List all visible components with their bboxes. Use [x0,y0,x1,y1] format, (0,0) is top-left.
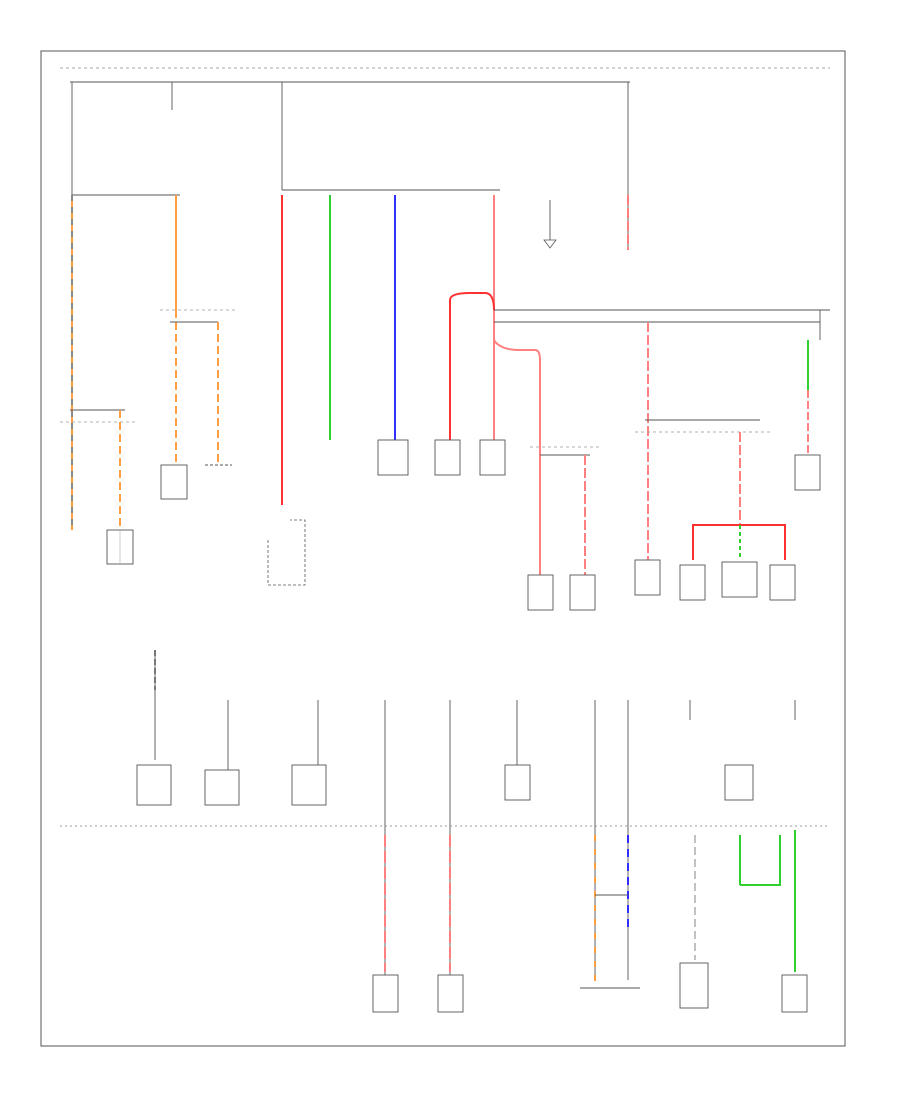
ground-symbol [543,200,557,249]
component-block-20 [437,974,464,1013]
component-block-13 [794,454,821,491]
wire-green-5 [740,835,781,886]
diagram-frame [40,50,846,1047]
component-block-9 [634,559,661,596]
component-block-16 [291,764,327,806]
wire-red-2 [449,292,495,440]
component-block-14 [136,764,172,806]
component-block-22 [679,962,709,1009]
component-block-8 [569,574,596,611]
switch-component [267,519,306,586]
component-block-1 [106,529,134,565]
component-block-2 [160,464,188,500]
wire-pink-2 [493,339,541,575]
component-block-19 [372,974,399,1013]
component-block-23 [781,974,808,1013]
component-block-6 [479,439,506,476]
fuse-drop-2 [160,82,235,470]
component-block-12 [769,564,796,601]
fuse-drop-1 [71,82,180,530]
lower-drop-group [227,700,796,980]
component-block-11 [721,561,758,598]
component-block-7 [527,574,554,611]
component-block-10 [679,564,706,601]
component-block-15 [204,769,240,806]
component-block-5 [434,439,461,476]
component-block-17 [504,764,531,801]
component-block-18 [724,764,754,801]
component-block-4 [377,439,409,476]
